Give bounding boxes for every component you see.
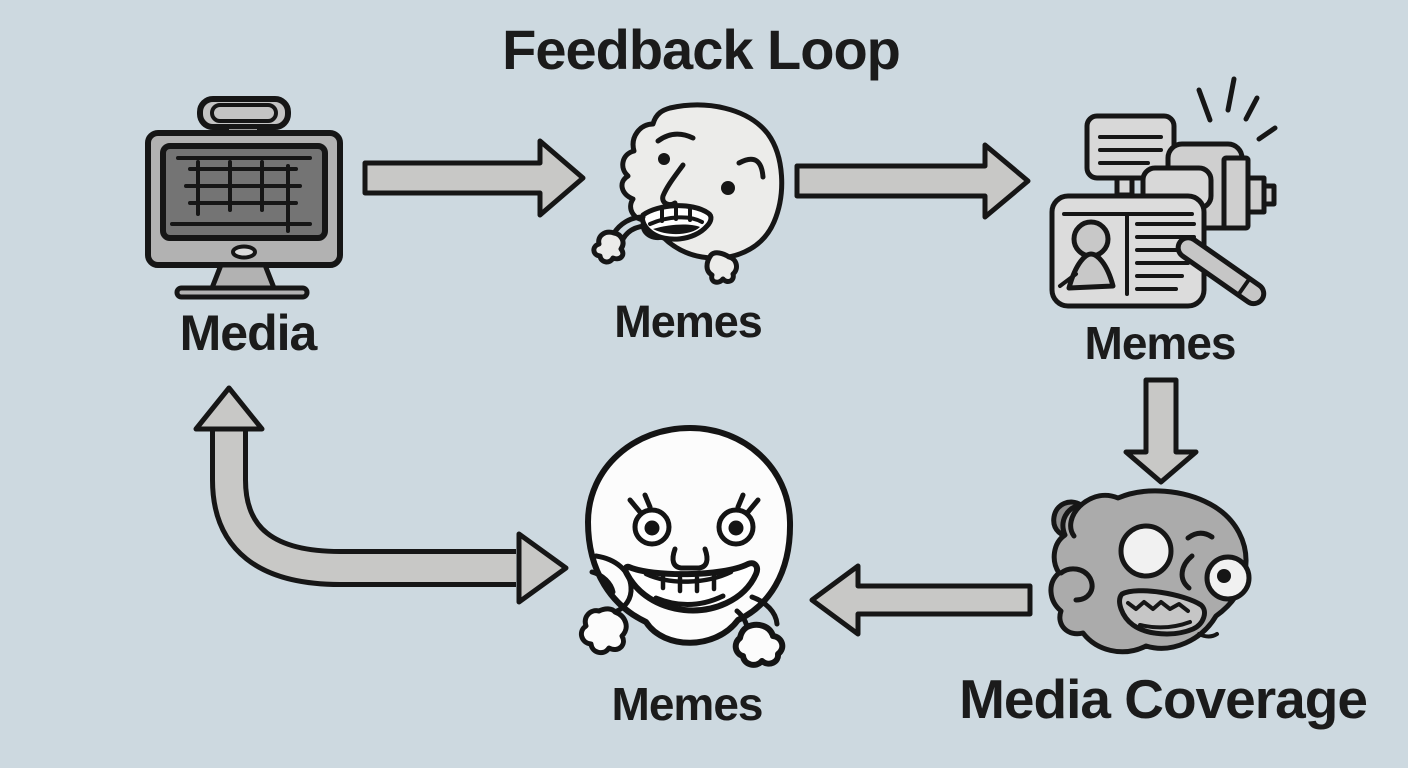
arrow-memes-to-media-curved bbox=[193, 385, 569, 605]
troll-face-icon bbox=[591, 102, 785, 285]
node-label-media: Media bbox=[179, 305, 318, 361]
node-label-media-coverage: Media Coverage bbox=[959, 668, 1368, 730]
news-article-camera-icon bbox=[1049, 76, 1278, 309]
tv-monitor-icon bbox=[145, 96, 343, 300]
node-label-memes-bottom: Memes bbox=[611, 678, 764, 730]
node-label-memes-top: Memes bbox=[614, 296, 763, 347]
arrow-coverage-to-memes bbox=[809, 563, 1033, 637]
node-label-memes-right: Memes bbox=[1084, 317, 1237, 369]
distorted-face-icon bbox=[1048, 488, 1252, 655]
arrow-memes-to-news bbox=[794, 142, 1031, 220]
arrow-media-to-memes bbox=[362, 138, 586, 218]
diagram-title: Feedback Loop bbox=[502, 18, 901, 81]
pen-icon bbox=[1175, 235, 1267, 307]
sparkle-rays-icon bbox=[1196, 76, 1278, 142]
grinning-face-icon bbox=[578, 425, 794, 668]
arrow-news-to-coverage bbox=[1123, 377, 1199, 485]
